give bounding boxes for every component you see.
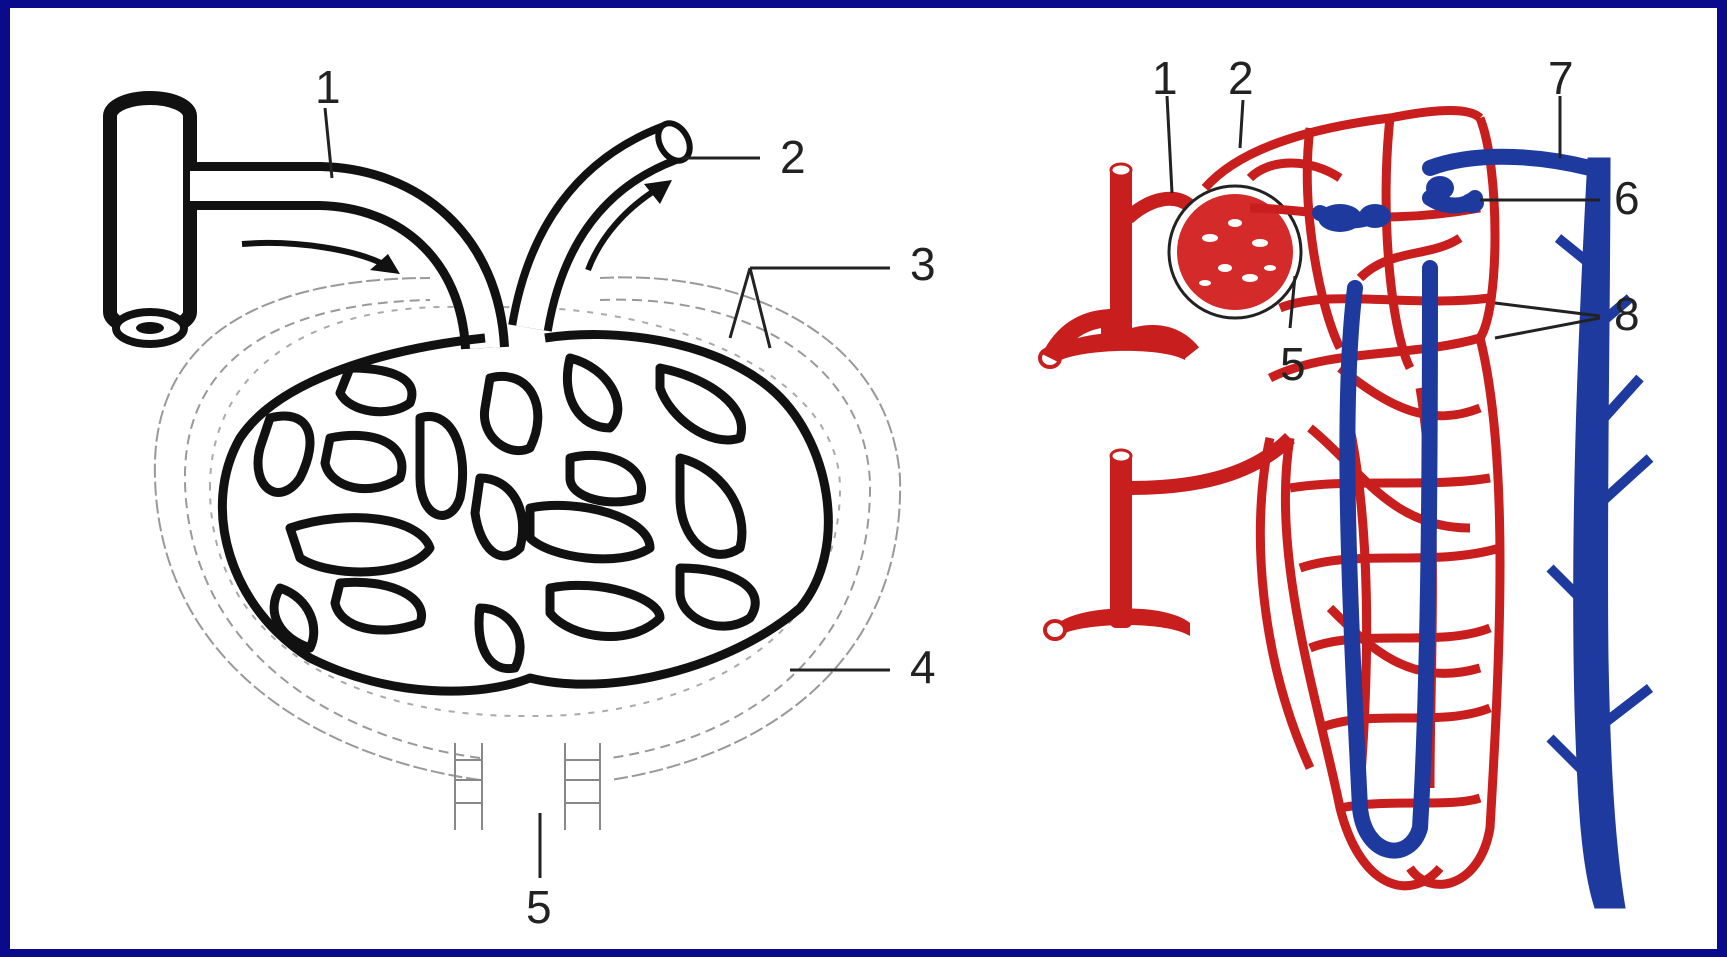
left-label-3: 3 xyxy=(910,238,936,290)
capillary-tuft xyxy=(222,335,828,692)
interlobular-artery-bottom xyxy=(1045,438,1290,639)
left-label-2: 2 xyxy=(780,131,806,183)
efferent-arteriole xyxy=(530,118,696,328)
left-label-1: 1 xyxy=(315,61,341,113)
right-label-2: 2 xyxy=(1228,52,1254,104)
interlobular-vein xyxy=(1550,158,1650,908)
left-label-5: 5 xyxy=(526,881,552,933)
nephron-diagrams: 1 2 3 4 5 xyxy=(10,8,1717,949)
right-label-7: 7 xyxy=(1548,52,1574,104)
right-label-8: 8 xyxy=(1614,288,1640,340)
slide-canvas: 1 2 3 4 5 xyxy=(10,8,1717,949)
proximal-tubule xyxy=(455,743,600,830)
afferent-arteriole xyxy=(110,98,485,348)
right-label-1: 1 xyxy=(1152,52,1178,104)
nephron-vasculature-diagram: 1 2 7 6 8 5 xyxy=(1040,52,1650,908)
right-label-5: 5 xyxy=(1280,338,1306,390)
left-label-4: 4 xyxy=(910,641,936,693)
glomerulus-diagram: 1 2 3 4 5 xyxy=(110,61,936,933)
right-label-6: 6 xyxy=(1614,172,1640,224)
